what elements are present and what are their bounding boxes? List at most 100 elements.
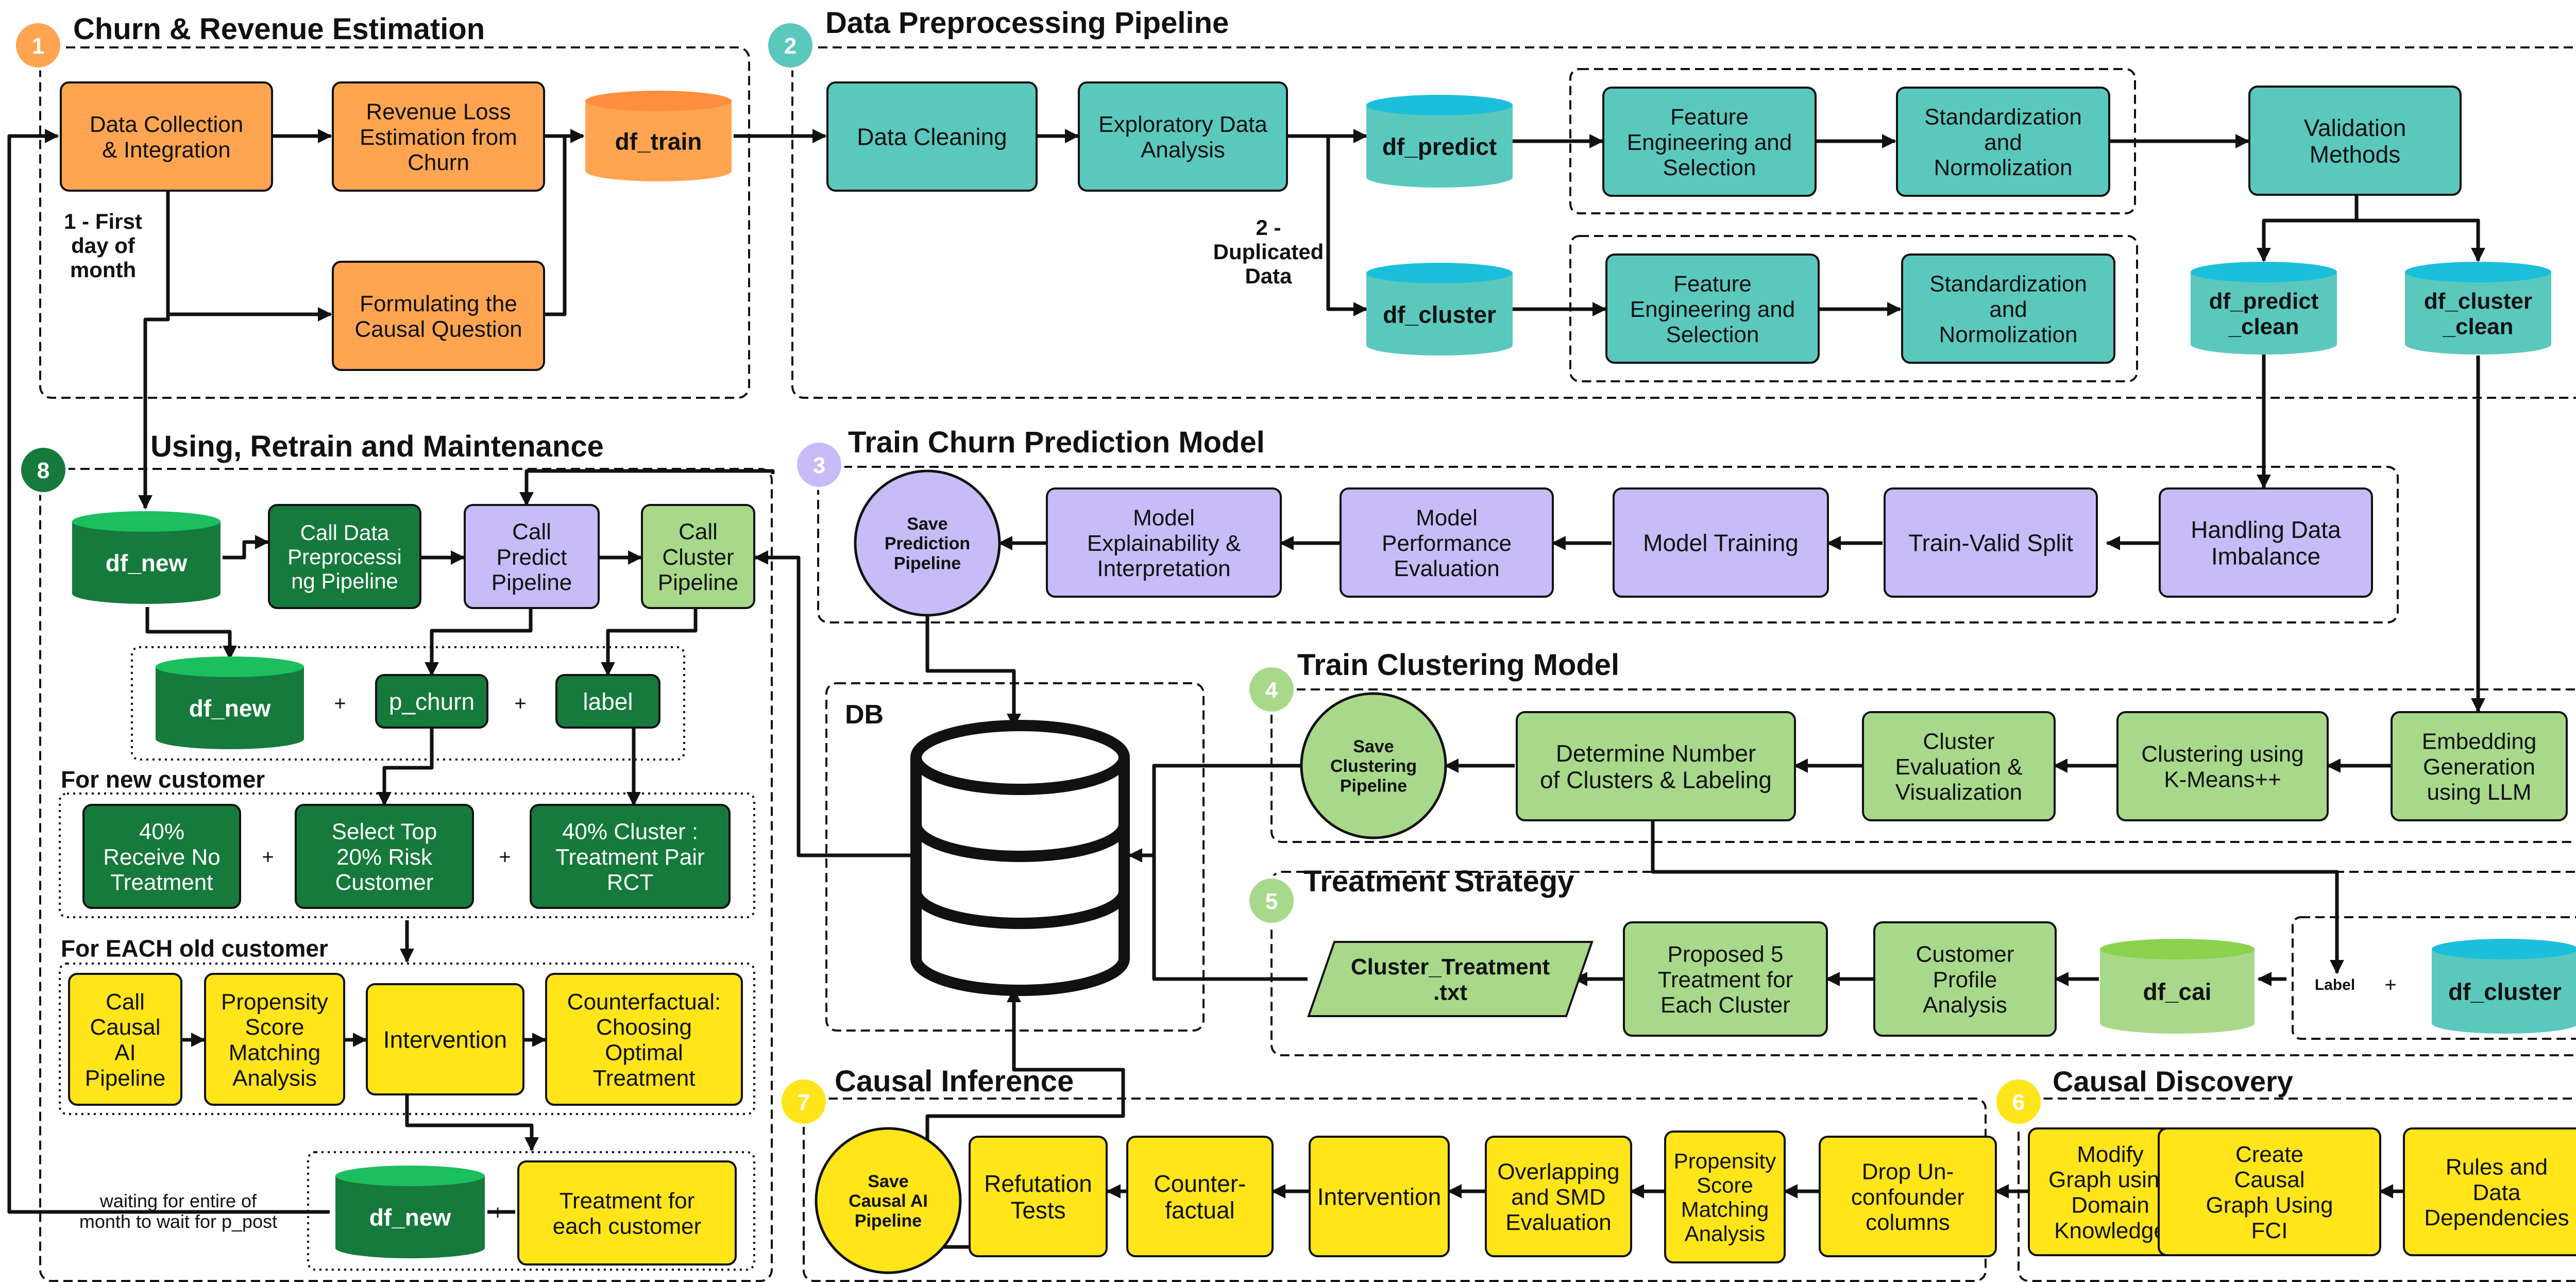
label-box: label bbox=[555, 674, 660, 729]
df-cai-db: df_cai bbox=[2100, 939, 2255, 1034]
arrow-dfnew-dfnew2 bbox=[145, 607, 237, 660]
s3-header: 3 Train Churn Prediction Model bbox=[794, 426, 1265, 490]
s8-title: Using, Retrain and Maintenance bbox=[150, 430, 604, 463]
arrow-saveclustering-db bbox=[1128, 764, 1301, 863]
s4-title: Train Clustering Model bbox=[1297, 648, 1619, 682]
s8-badge bbox=[18, 445, 69, 495]
df-cai-db-label: df_cai bbox=[2143, 979, 2212, 1005]
s1-header: 1 Churn & Revenue Estimation bbox=[13, 12, 485, 71]
arrow-eda-dfcluster bbox=[1287, 134, 1368, 316]
db-label: DB bbox=[845, 700, 884, 730]
arrow-collect-formulating bbox=[166, 191, 332, 322]
arrow-savecausal-db bbox=[925, 988, 1125, 1147]
df-train-db-label: df_train bbox=[615, 128, 702, 155]
section-3-frame bbox=[817, 466, 2399, 623]
split-box: Train-Valid Split bbox=[1884, 487, 2098, 598]
s2-header: 2 Data Preprocessing Pipeline bbox=[765, 6, 1229, 71]
arrow-db-callcluster bbox=[754, 550, 911, 857]
s8-number: 8 bbox=[37, 458, 49, 483]
s4-header: 4 Train Clustering Model bbox=[1246, 648, 1619, 715]
label-text: Label bbox=[2315, 976, 2355, 993]
s6-badge bbox=[1993, 1076, 2044, 1127]
plus-text-s5: + bbox=[2384, 973, 2396, 996]
label-text-text: Label bbox=[2315, 976, 2355, 993]
s3-title: Train Churn Prediction Model bbox=[848, 426, 1265, 459]
s4-badge bbox=[1246, 664, 1297, 715]
training-box-label: Model Training bbox=[1643, 530, 1799, 556]
s7-badge bbox=[778, 1076, 829, 1127]
arrow-feedback-loop bbox=[7, 129, 330, 1214]
s6-header: 6 Causal Discovery bbox=[1993, 1065, 2293, 1127]
s5-badge bbox=[1246, 875, 1297, 926]
old-customer-heading-text: For EACH old customer bbox=[61, 935, 328, 962]
cluster-treatment-label: Cluster_Treatment.txt bbox=[1351, 954, 1550, 1005]
df-predict-db: df_predict bbox=[1366, 95, 1513, 188]
data-cleaning-box: Data Cleaning bbox=[826, 81, 1038, 192]
section-2-frame bbox=[791, 46, 2576, 399]
s6-title: Causal Discovery bbox=[2053, 1065, 2293, 1098]
s4-number: 4 bbox=[1265, 678, 1278, 703]
intervention-8-box-label: Intervention bbox=[383, 1026, 507, 1053]
arrow-old-final bbox=[405, 1094, 539, 1152]
s1-badge bbox=[13, 20, 63, 71]
df-new-db-label: df_new bbox=[106, 550, 188, 577]
df-predict-db-label: df_predict bbox=[1382, 133, 1497, 160]
s1-number: 1 bbox=[32, 33, 44, 59]
df-new-3-db: df_new bbox=[335, 1166, 485, 1258]
data-cleaning-box-label: Data Cleaning bbox=[857, 124, 1007, 150]
s1-title: Churn & Revenue Estimation bbox=[73, 12, 485, 46]
arrow-formulating-dftrain bbox=[544, 136, 567, 316]
arrow-callcluster-label bbox=[601, 608, 698, 677]
s7-header: 7 Causal Inference bbox=[778, 1065, 1074, 1127]
s6-number: 6 bbox=[2012, 1090, 2025, 1115]
plus-text-1: + bbox=[334, 692, 346, 715]
arrow-determine-label bbox=[1651, 818, 2344, 974]
df-predict-clean-db-label: df_predict_clean bbox=[2209, 289, 2319, 339]
old-customer-heading: For EACH old customer bbox=[61, 935, 328, 962]
intervention-box-label: Intervention bbox=[1317, 1184, 1441, 1210]
df-cluster-s5-db-label: df_cluster bbox=[2448, 979, 2562, 1005]
plus-text-2: + bbox=[514, 692, 526, 715]
